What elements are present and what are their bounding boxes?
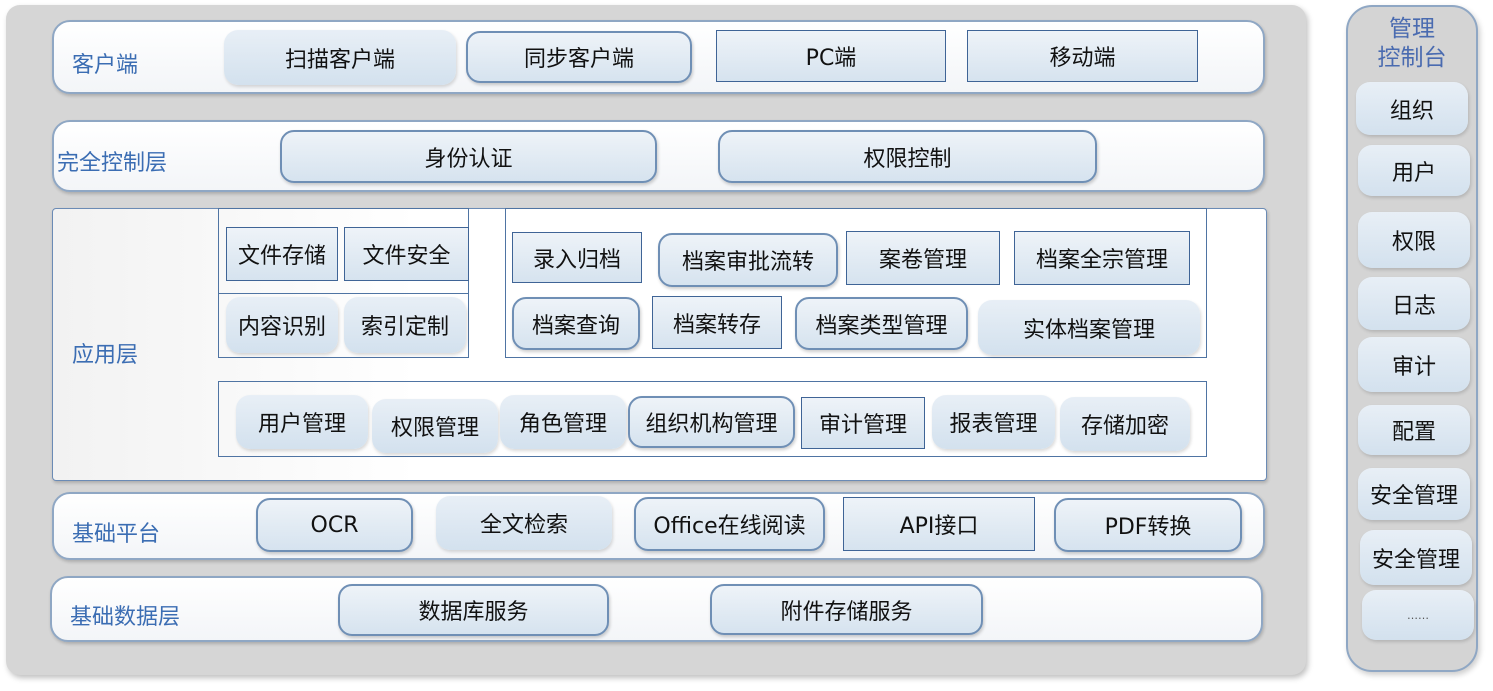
platform-layer-label: 基础平台 [72, 522, 161, 547]
console-title-line1: 管理 [1389, 16, 1435, 42]
database-service-box: 数据库服务 [338, 584, 609, 636]
file-group [218, 208, 469, 358]
content-recognition-box: 内容识别 [226, 297, 338, 353]
divider [218, 293, 469, 294]
pdf-convert-box: PDF转换 [1054, 498, 1242, 552]
fonds-management-box: 档案全宗管理 [1014, 231, 1190, 285]
user-management-box: 用户管理 [236, 395, 368, 449]
permission-management-box: 权限管理 [372, 399, 498, 453]
application-layer-label: 应用层 [72, 343, 139, 368]
authentication-box: 身份认证 [280, 130, 657, 183]
audit-management-box: 审计管理 [801, 397, 925, 449]
archive-group [505, 208, 1207, 358]
client-layer-label: 客户端 [72, 53, 139, 78]
console-title-line2: 控制台 [1377, 45, 1447, 71]
org-management-box: 组织机构管理 [628, 396, 795, 448]
file-storage-box: 文件存储 [226, 227, 338, 281]
archive-transfer-box: 档案转存 [652, 296, 782, 349]
mobile-client-box: 移动端 [967, 30, 1198, 82]
console-item-log: 日志 [1358, 277, 1470, 330]
pc-client-box: PC端 [716, 30, 946, 82]
archive-type-box: 档案类型管理 [795, 297, 968, 350]
role-management-box: 角色管理 [500, 395, 626, 449]
attachment-storage-box: 附件存储服务 [710, 584, 983, 635]
ocr-box: OCR [256, 498, 413, 552]
console-item-audit: 审计 [1358, 337, 1470, 392]
sync-client-box: 同步客户端 [466, 31, 692, 83]
console-item-more: …… [1362, 590, 1474, 640]
data-layer [50, 576, 1263, 642]
index-custom-box: 索引定制 [344, 297, 466, 353]
office-online-box: Office在线阅读 [634, 497, 825, 551]
volume-management-box: 案卷管理 [846, 231, 1000, 285]
api-box: API接口 [843, 497, 1035, 551]
console-item-permission: 权限 [1358, 212, 1470, 268]
control-layer-label: 完全控制层 [57, 151, 168, 176]
console-item-org: 组织 [1356, 82, 1468, 135]
data-layer-label: 基础数据层 [70, 605, 181, 630]
management-group [218, 381, 1207, 457]
file-security-box: 文件安全 [344, 227, 469, 281]
physical-archive-box: 实体档案管理 [978, 300, 1200, 355]
report-management-box: 报表管理 [932, 395, 1055, 449]
console-item-user: 用户 [1358, 145, 1470, 196]
scan-client-box: 扫描客户端 [224, 30, 456, 85]
fulltext-search-box: 全文检索 [436, 496, 612, 550]
console-title: 管理 控制台 [1346, 15, 1478, 73]
console-item-security-2: 安全管理 [1360, 530, 1472, 585]
archive-query-box: 档案查询 [512, 297, 640, 350]
storage-encryption-box: 存储加密 [1060, 397, 1190, 451]
console-item-security: 安全管理 [1358, 468, 1470, 520]
archive-approval-box: 档案审批流转 [658, 233, 838, 287]
archive-entry-box: 录入归档 [512, 232, 642, 283]
console-item-config: 配置 [1358, 405, 1470, 455]
permission-control-box: 权限控制 [718, 130, 1097, 183]
